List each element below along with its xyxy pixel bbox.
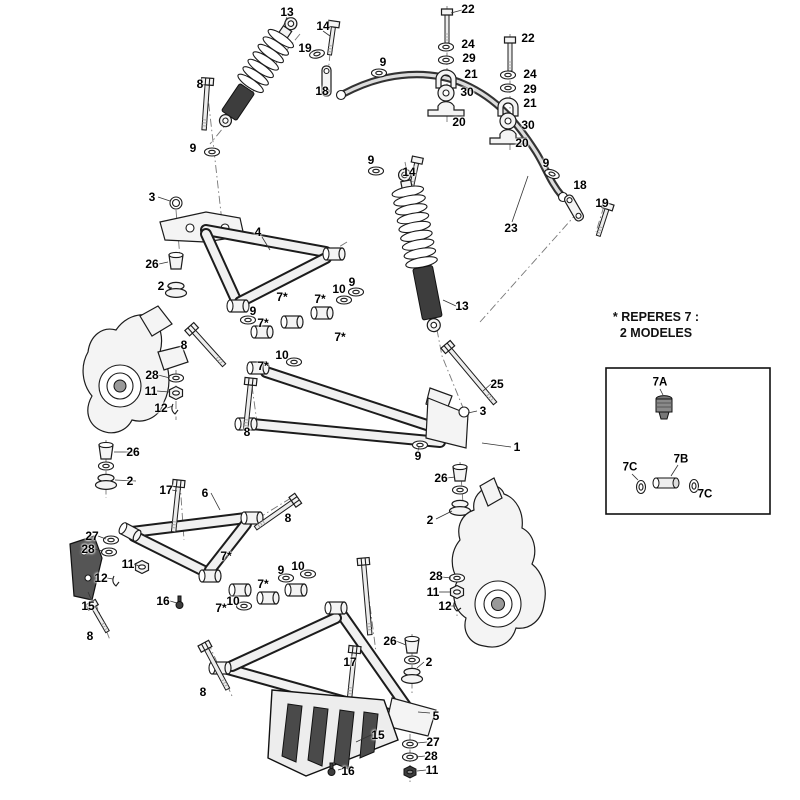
part-7a <box>655 395 673 420</box>
part-7b <box>652 477 680 489</box>
shock-link-washer-9 <box>367 166 385 176</box>
clamp-bolt-22-right <box>503 36 517 72</box>
mount-bracket-15-left <box>69 535 103 601</box>
hardware-stack-bracket <box>100 535 150 587</box>
hardware-stack-left <box>167 373 185 415</box>
hardware-stack-right <box>448 573 466 612</box>
bushing-cluster-upper <box>239 287 365 367</box>
arm5-bolt-17 <box>343 644 362 699</box>
arm5-long-bolt <box>356 556 377 636</box>
lower-left-a-arm-6 <box>116 511 264 583</box>
sway-link-right <box>543 167 615 239</box>
clamp-bolt-22-left <box>440 8 454 44</box>
steering-knuckle-right <box>451 477 546 648</box>
upper-arm-bolt-8 <box>184 321 230 370</box>
sway-link-left <box>308 19 388 97</box>
ball-joint-stack-bottom <box>400 635 424 685</box>
steering-knuckle-left <box>82 305 189 434</box>
ball-joint-stack-upper-left <box>164 251 188 298</box>
bracket-bolt-8 <box>85 598 113 636</box>
lower-a-arm-1 <box>234 361 470 450</box>
shock-absorber-middle <box>391 168 443 333</box>
ball-joint-stack-lower-left <box>94 441 118 490</box>
note-reperes: * REPERES 7 : 2 MODELES <box>586 310 726 341</box>
part-7c-left <box>635 479 647 495</box>
note-line2: 2 MODELES <box>619 325 693 340</box>
grease-fitting-16-bottom <box>327 762 336 776</box>
skid-guard-15 <box>267 689 399 777</box>
bushing-cluster-lower <box>228 569 317 611</box>
hardware-stack-bottom <box>401 739 419 779</box>
shock-top-mount-bolt-8 <box>197 77 215 131</box>
upper-a-arm-4 <box>159 196 346 313</box>
sway-bar-clamp-set-left <box>427 42 465 117</box>
note-line1: * REPERES 7 : <box>612 310 700 324</box>
sway-bar-clamp-set-right <box>489 70 527 145</box>
grease-fitting-16-left <box>175 595 184 609</box>
inset-box-reperes7 <box>605 367 771 515</box>
callout-leader-lines <box>87 9 529 772</box>
part-7c-right <box>688 478 700 494</box>
ball-joint-stack-right <box>448 463 472 517</box>
shock-top-washer-9 <box>203 147 221 157</box>
shock-absorber-top <box>218 17 298 128</box>
